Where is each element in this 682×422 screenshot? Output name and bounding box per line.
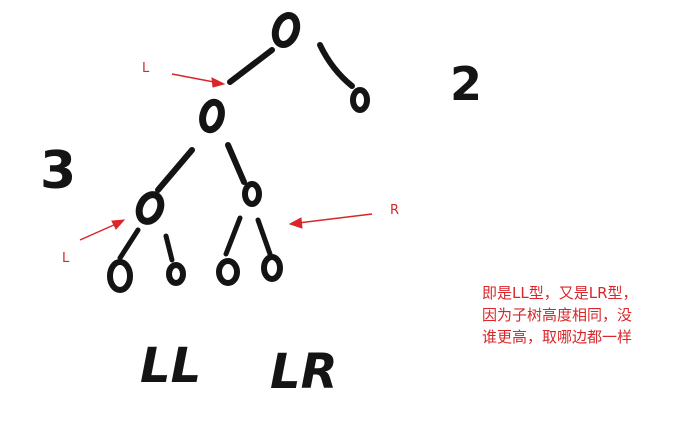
node-ll	[135, 191, 165, 225]
case-ll-label: LL	[140, 338, 201, 394]
tree-edges	[117, 42, 355, 263]
note-line-3: 谁更高，取哪边都一样	[482, 328, 633, 346]
leaf-2	[166, 262, 186, 286]
label-r: R	[390, 203, 399, 218]
node-right-2	[350, 87, 370, 113]
node-left-2	[199, 98, 225, 134]
leaf-1	[107, 259, 133, 293]
note-line-1: 即是LL型，又是LR型，	[482, 284, 638, 302]
arrow-l-bottom	[79, 219, 126, 241]
leaf-4	[261, 254, 283, 282]
case-lr-label: LR	[270, 344, 338, 400]
node-lr	[242, 181, 262, 207]
leaf-3	[216, 258, 240, 286]
note-line-2: 因为子树高度相同，没	[482, 306, 633, 324]
annotation-note: 即是LL型，又是LR型， 因为子树高度相同，没 谁更高，取哪边都一样	[482, 282, 682, 348]
arrow-r	[288, 213, 373, 229]
label-l-top: L	[142, 61, 150, 76]
label-l-bottom: L	[62, 251, 70, 266]
height-label-left: 3	[40, 141, 76, 201]
tree-nodes	[107, 11, 370, 293]
root-node	[271, 11, 301, 49]
arrow-l-top	[171, 73, 226, 88]
height-label-right: 2	[450, 57, 482, 111]
